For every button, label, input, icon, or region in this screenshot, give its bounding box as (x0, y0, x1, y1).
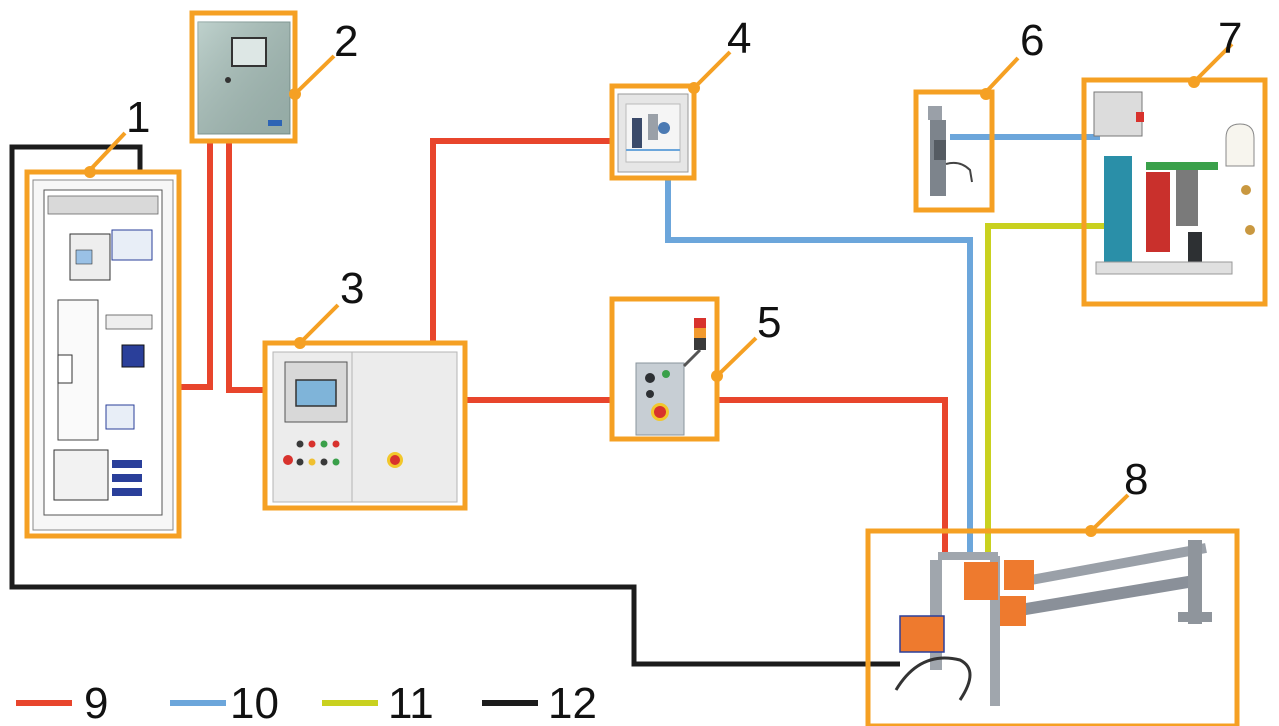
callout-number-5: 5 (757, 298, 781, 347)
callout-number-1: 1 (126, 93, 150, 142)
red-line-analyzer-to-panel (229, 143, 265, 390)
water-cooling-unit-icon (1094, 92, 1255, 274)
callout-leader-3 (300, 305, 338, 343)
callout-leader-5 (717, 338, 756, 376)
component-6-frame (916, 92, 992, 210)
analyzer-unit-icon (198, 22, 290, 134)
component-4-air-filter: 4 (612, 14, 751, 178)
legend-item-12: 12 (482, 679, 597, 726)
legend-item-9: 9 (16, 679, 108, 726)
red-line-panel-to-filter (433, 141, 612, 343)
air-filter-unit-icon (618, 94, 688, 172)
control-cabinet-icon (33, 180, 173, 530)
component-7-cooling-unit: 7 (1084, 14, 1265, 304)
callout-number-6: 6 (1020, 16, 1044, 65)
callout-dot-3 (294, 337, 306, 349)
component-6-sampling-valve: 6 (916, 16, 1044, 210)
line-legend: 9 10 11 12 (16, 679, 597, 726)
callout-number-2: 2 (334, 17, 358, 66)
operator-panel-icon (273, 352, 457, 502)
yellow-line-cooling-to-probe (988, 226, 1115, 556)
component-2-analyzer: 2 (192, 13, 358, 141)
callout-leader-6 (986, 58, 1018, 92)
callout-leader-8 (1091, 495, 1128, 531)
callout-dot-7 (1188, 76, 1200, 88)
legend-label-11: 11 (388, 679, 434, 726)
component-1-cabinet: 1 (27, 93, 179, 536)
sampling-valve-icon (928, 106, 972, 196)
callout-leader-2 (295, 56, 334, 94)
callout-dot-6 (980, 88, 992, 100)
callout-leader-4 (694, 52, 730, 88)
callout-dot-8 (1085, 525, 1097, 537)
legend-label-9: 9 (84, 679, 108, 726)
callout-dot-4 (688, 82, 700, 94)
red-line-cabinet-to-analyzer (178, 143, 210, 387)
legend-label-10: 10 (230, 679, 279, 726)
legend-item-11: 11 (322, 679, 434, 726)
blue-line-filter-to-probe (668, 178, 970, 556)
callout-number-8: 8 (1124, 455, 1148, 504)
callout-dot-2 (289, 88, 301, 100)
component-5-estop-station: 5 (612, 298, 781, 439)
callout-number-7: 7 (1218, 14, 1242, 63)
legend-label-12: 12 (548, 679, 597, 726)
callout-dot-1 (84, 166, 96, 178)
component-8-probe-lance: 8 (868, 455, 1237, 726)
emergency-stop-station-icon (636, 318, 706, 435)
callout-number-3: 3 (340, 264, 364, 313)
probe-lance-icon (896, 540, 1212, 706)
callout-leader-1 (90, 133, 125, 170)
legend-item-10: 10 (170, 679, 279, 726)
callout-dot-5 (711, 370, 723, 382)
callout-number-4: 4 (727, 14, 751, 63)
